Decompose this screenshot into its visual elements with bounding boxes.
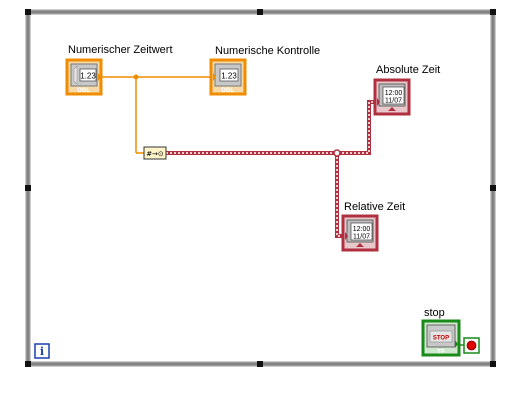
relative-time-clock: 12:00 — [353, 226, 371, 233]
to-timestamp-function-node[interactable]: #→⊙ — [143, 146, 167, 160]
iteration-terminal-label: i — [40, 345, 44, 358]
relative-time-indicator-terminal[interactable]: 12:00 11/07 — [341, 214, 379, 252]
timestamp-wire[interactable] — [166, 100, 375, 238]
numeric-wire[interactable] — [101, 74, 210, 154]
numeric-time-type-badge: DBL — [77, 87, 90, 94]
stop-button-terminal[interactable]: STOP TF — [421, 319, 461, 357]
absolute-time-clock: 12:00 — [385, 90, 403, 97]
numeric-control-type-badge: DBL — [221, 87, 234, 94]
output-arrow-icon — [455, 340, 458, 348]
relative-time-date: 11/07 — [353, 234, 370, 241]
absolute-time-indicator-terminal[interactable]: 12:00 11/07 — [373, 78, 411, 116]
loop-condition-terminal[interactable] — [463, 337, 480, 354]
numeric-control-display: 1.23 — [221, 72, 237, 81]
timestamp-badge-icon — [388, 107, 396, 111]
numeric-control-indicator-terminal[interactable]: 1.23 DBL — [209, 58, 247, 96]
stop-type-badge: TF — [437, 349, 445, 356]
while-loop-frame[interactable] — [25, 9, 496, 367]
wire-junction — [133, 74, 139, 80]
numeric-time-control-terminal[interactable]: 1.23 DBL — [65, 58, 103, 96]
timestamp-badge-icon — [356, 243, 364, 247]
stop-button-text: STOP — [433, 336, 449, 342]
relative-time-label: Relative Zeit — [344, 201, 406, 213]
numeric-control-label: Numerische Kontrolle — [215, 45, 321, 57]
input-arrow-icon — [377, 98, 380, 106]
iteration-terminal: i — [34, 343, 50, 359]
wire-junction — [333, 149, 341, 157]
absolute-time-label: Absolute Zeit — [376, 64, 441, 76]
input-arrow-icon — [345, 232, 348, 240]
input-arrow-icon — [213, 73, 216, 81]
output-arrow-icon — [98, 73, 101, 81]
stop-label: stop — [424, 307, 445, 319]
numeric-time-display: 1.23 — [80, 72, 96, 81]
convert-node-symbol: #→⊙ — [146, 150, 164, 158]
numeric-time-label: Numerischer Zeitwert — [68, 44, 173, 56]
absolute-time-date: 11/07 — [385, 98, 402, 105]
stop-condition-icon — [466, 340, 477, 351]
